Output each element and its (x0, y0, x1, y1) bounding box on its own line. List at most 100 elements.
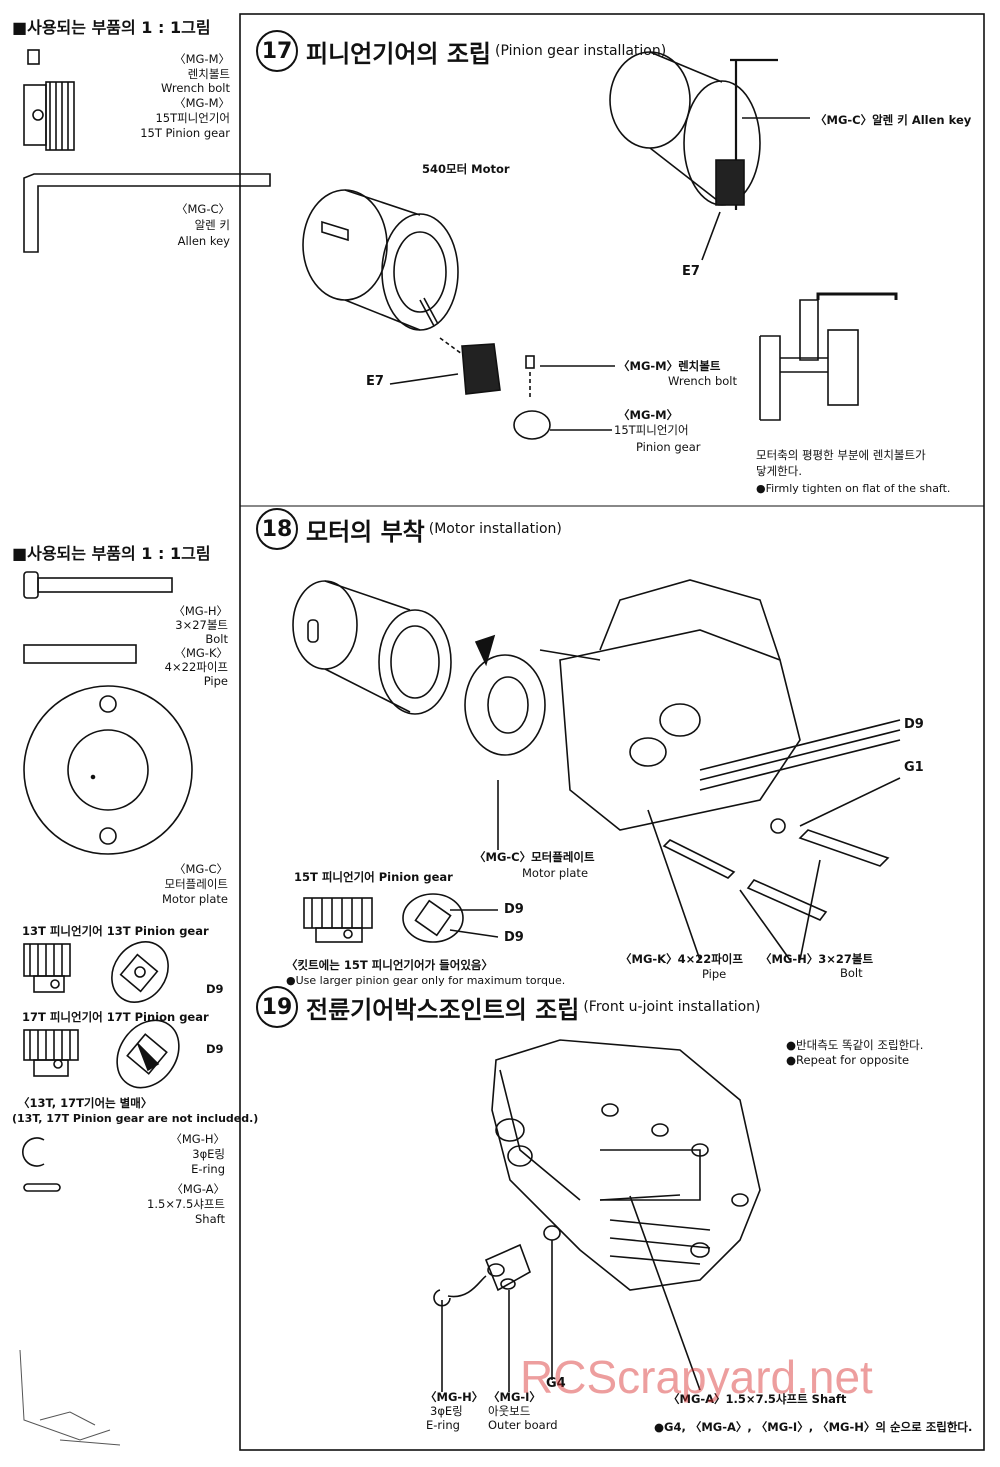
part-pinion-en: 15T Pinion gear (140, 126, 230, 140)
shaft-flat-note-kr-2: 닿게한다. (756, 464, 802, 478)
e7-part-drawing (439, 337, 501, 395)
step-17-heading: 17 피니언기어의 조립 (Pinion gear installation) (256, 30, 666, 72)
step-19-number: 19 (256, 986, 298, 1028)
part-shaft-en: Shaft (195, 1212, 225, 1226)
parts-section2-title: ■사용되는 부품의 1 : 1그림 (12, 544, 211, 563)
outer-kr-label: 아웃보드 (488, 1404, 531, 1418)
part-allen-key-en: Allen key (177, 234, 230, 248)
d9-label-b: D9 (504, 902, 524, 917)
gear-13t-label: 13T 피니언기어 13T Pinion gear (22, 924, 209, 938)
shaft-flat-note-en: ●Firmly tighten on flat of the shaft. (756, 482, 951, 495)
part-wrench-bolt-code: 〈MG-M〉 (174, 52, 230, 66)
e-ring-drawing (22, 1137, 45, 1167)
bolt-en-label: Bolt (840, 966, 863, 980)
pinion-mount-drawing (389, 355, 615, 440)
part-motor-plate-code: 〈MG-C〉 (173, 862, 228, 876)
g1-label: G1 (904, 760, 924, 775)
gear-17t-label: 17T 피니언기어 17T Pinion gear (22, 1010, 209, 1024)
pinion-kr-label: 15T피니언기어 (614, 423, 689, 437)
wrench-bolt-kr-label: 〈MG-M〉렌치볼트 (618, 359, 721, 373)
part-ering-en: E-ring (191, 1162, 225, 1176)
step-19-heading: 19 전륜기어박스조인트의 조립 (Front u-joint installa… (256, 986, 761, 1028)
part-ering-kr: 3φE링 (192, 1147, 225, 1161)
part-bolt-en: Bolt (205, 632, 228, 646)
parts-section1-title: ■사용되는 부품의 1 : 1그림 (12, 18, 211, 37)
repeat-note-kr: ●반대측도 똑같이 조립한다. (786, 1038, 924, 1052)
shaft-flat-note-kr-1: 모터축의 평평한 부분에 렌치볼트가 (756, 448, 926, 462)
step-18-title-en: (Motor installation) (428, 521, 562, 537)
motor-540-label: 540모터 Motor (422, 162, 510, 176)
part-pinion-kr: 15T피니언기어 (155, 111, 230, 125)
step-19-title-en: (Front u-joint installation) (583, 999, 761, 1015)
allen-key-label: 〈MG-C〉알렌 키 Allen key (815, 113, 972, 127)
part-wrench-bolt-kr: 렌치볼트 (187, 67, 230, 81)
not-included-en: (13T, 17T Pinion gear are not included.) (12, 1112, 259, 1125)
part-shaft-code: 〈MG-A〉 (171, 1182, 225, 1196)
d9-label-gearbox: D9 (904, 717, 924, 732)
part-bolt-code: 〈MG-H〉 (173, 604, 228, 618)
step-19-title-kr: 전륜기어박스조인트의 조립 (306, 995, 580, 1024)
pipe-en-label: Pipe (702, 967, 727, 981)
part-pinion-code: 〈MG-M〉 (174, 96, 230, 110)
step-17-number: 17 (256, 30, 298, 72)
pipe-4x22-drawing (23, 644, 137, 664)
step-17-title-kr: 피니언기어의 조립 (306, 39, 491, 68)
motor-plate-step18-drawing (464, 654, 546, 850)
step-18-heading: 18 모터의 부착 (Motor installation) (256, 508, 562, 550)
pinion-code-label: 〈MG-M〉 (618, 408, 679, 422)
pipe-label: 〈MG-K〉4×22파이프 (620, 952, 743, 966)
not-included-kr: 〈13T, 17T기어는 별매〉 (18, 1096, 153, 1110)
step-17-title-en: (Pinion gear installation) (495, 43, 667, 59)
gear-17t-drawing (23, 1019, 180, 1089)
pinion-kit-note-en: ●Use larger pinion gear only for maximum… (286, 974, 566, 987)
motor-plate-drawing (23, 685, 193, 855)
watermark-text: RCScrapyard.net (520, 1351, 873, 1403)
part-allen-key-kr: 알렌 키 (194, 218, 230, 232)
shaft-drawing (23, 1183, 61, 1192)
shaft-flat-detail-drawing (759, 292, 898, 421)
part-shaft-kr: 1.5×7.5샤프트 (147, 1197, 225, 1211)
gear-13t-d9: D9 (206, 982, 224, 996)
part-motor-plate-en: Motor plate (161, 892, 228, 906)
wrench-bolt-en-label: Wrench bolt (668, 374, 737, 388)
repeat-note-en: ●Repeat for opposite (786, 1053, 910, 1067)
allen-key-drawing (23, 173, 271, 253)
pinion-kit-note-kr: 〈킷트에는 15T 피니언기어가 들어있음〉 (286, 958, 493, 972)
part-pipe-en: Pipe (203, 674, 228, 688)
part-pipe-kr: 4×22파이프 (164, 660, 228, 674)
ering-kr-label: 3φE링 (430, 1404, 463, 1418)
motor-plate-en-label: Motor plate (522, 866, 589, 880)
g4-label: G4 (546, 1376, 566, 1391)
e7-label-top: E7 (682, 264, 700, 279)
bolt-label: 〈MG-H〉3×27볼트 (760, 952, 874, 966)
pinion-gear-small-drawing (23, 81, 75, 151)
bolt-3x27-drawing (23, 571, 173, 599)
shaft-19-label: 〈MG-A〉1.5×7.5샤프트 Shaft (668, 1392, 847, 1406)
outer-en-label: Outer board (488, 1418, 558, 1432)
assembly-order-note: ●G4, 〈MG-A〉, 〈MG-I〉, 〈MG-H〉의 순으로 조립한다. (654, 1420, 973, 1434)
corner-scan-noise (19, 1349, 121, 1446)
allen-key-motor-drawing (609, 51, 810, 261)
part-ering-code: 〈MG-H〉 (170, 1132, 225, 1146)
e7-label-left: E7 (366, 374, 384, 389)
part-allen-key-code: 〈MG-C〉 (175, 202, 230, 216)
gear-13t-drawing (23, 941, 169, 1003)
part-pipe-code: 〈MG-K〉 (174, 646, 228, 660)
gear-17t-d9: D9 (206, 1042, 224, 1056)
part-wrench-bolt-en: Wrench bolt (161, 81, 230, 95)
step-18-title-kr: 모터의 부착 (306, 517, 425, 546)
part-motor-plate-kr: 모터플레이트 (164, 877, 228, 891)
pinion-15t-label: 15T 피니언기어 Pinion gear (294, 870, 453, 884)
step-18-number: 18 (256, 508, 298, 550)
gearbox-step19-drawing (433, 1039, 761, 1392)
ering-code-label: 〈MG-H〉 (425, 1390, 484, 1404)
ering-en-label: E-ring (426, 1418, 460, 1432)
motor-540-drawing (302, 189, 459, 331)
pinion-15t-step18-drawing (303, 893, 499, 943)
main-frame (239, 13, 985, 1451)
wrench-bolt-drawing (27, 49, 40, 65)
pinion-en-label: Pinion gear (636, 440, 701, 454)
motor-plate-kr-label: 〈MG-C〉모터플레이트 (474, 850, 595, 864)
motor-step18-drawing (292, 580, 496, 715)
